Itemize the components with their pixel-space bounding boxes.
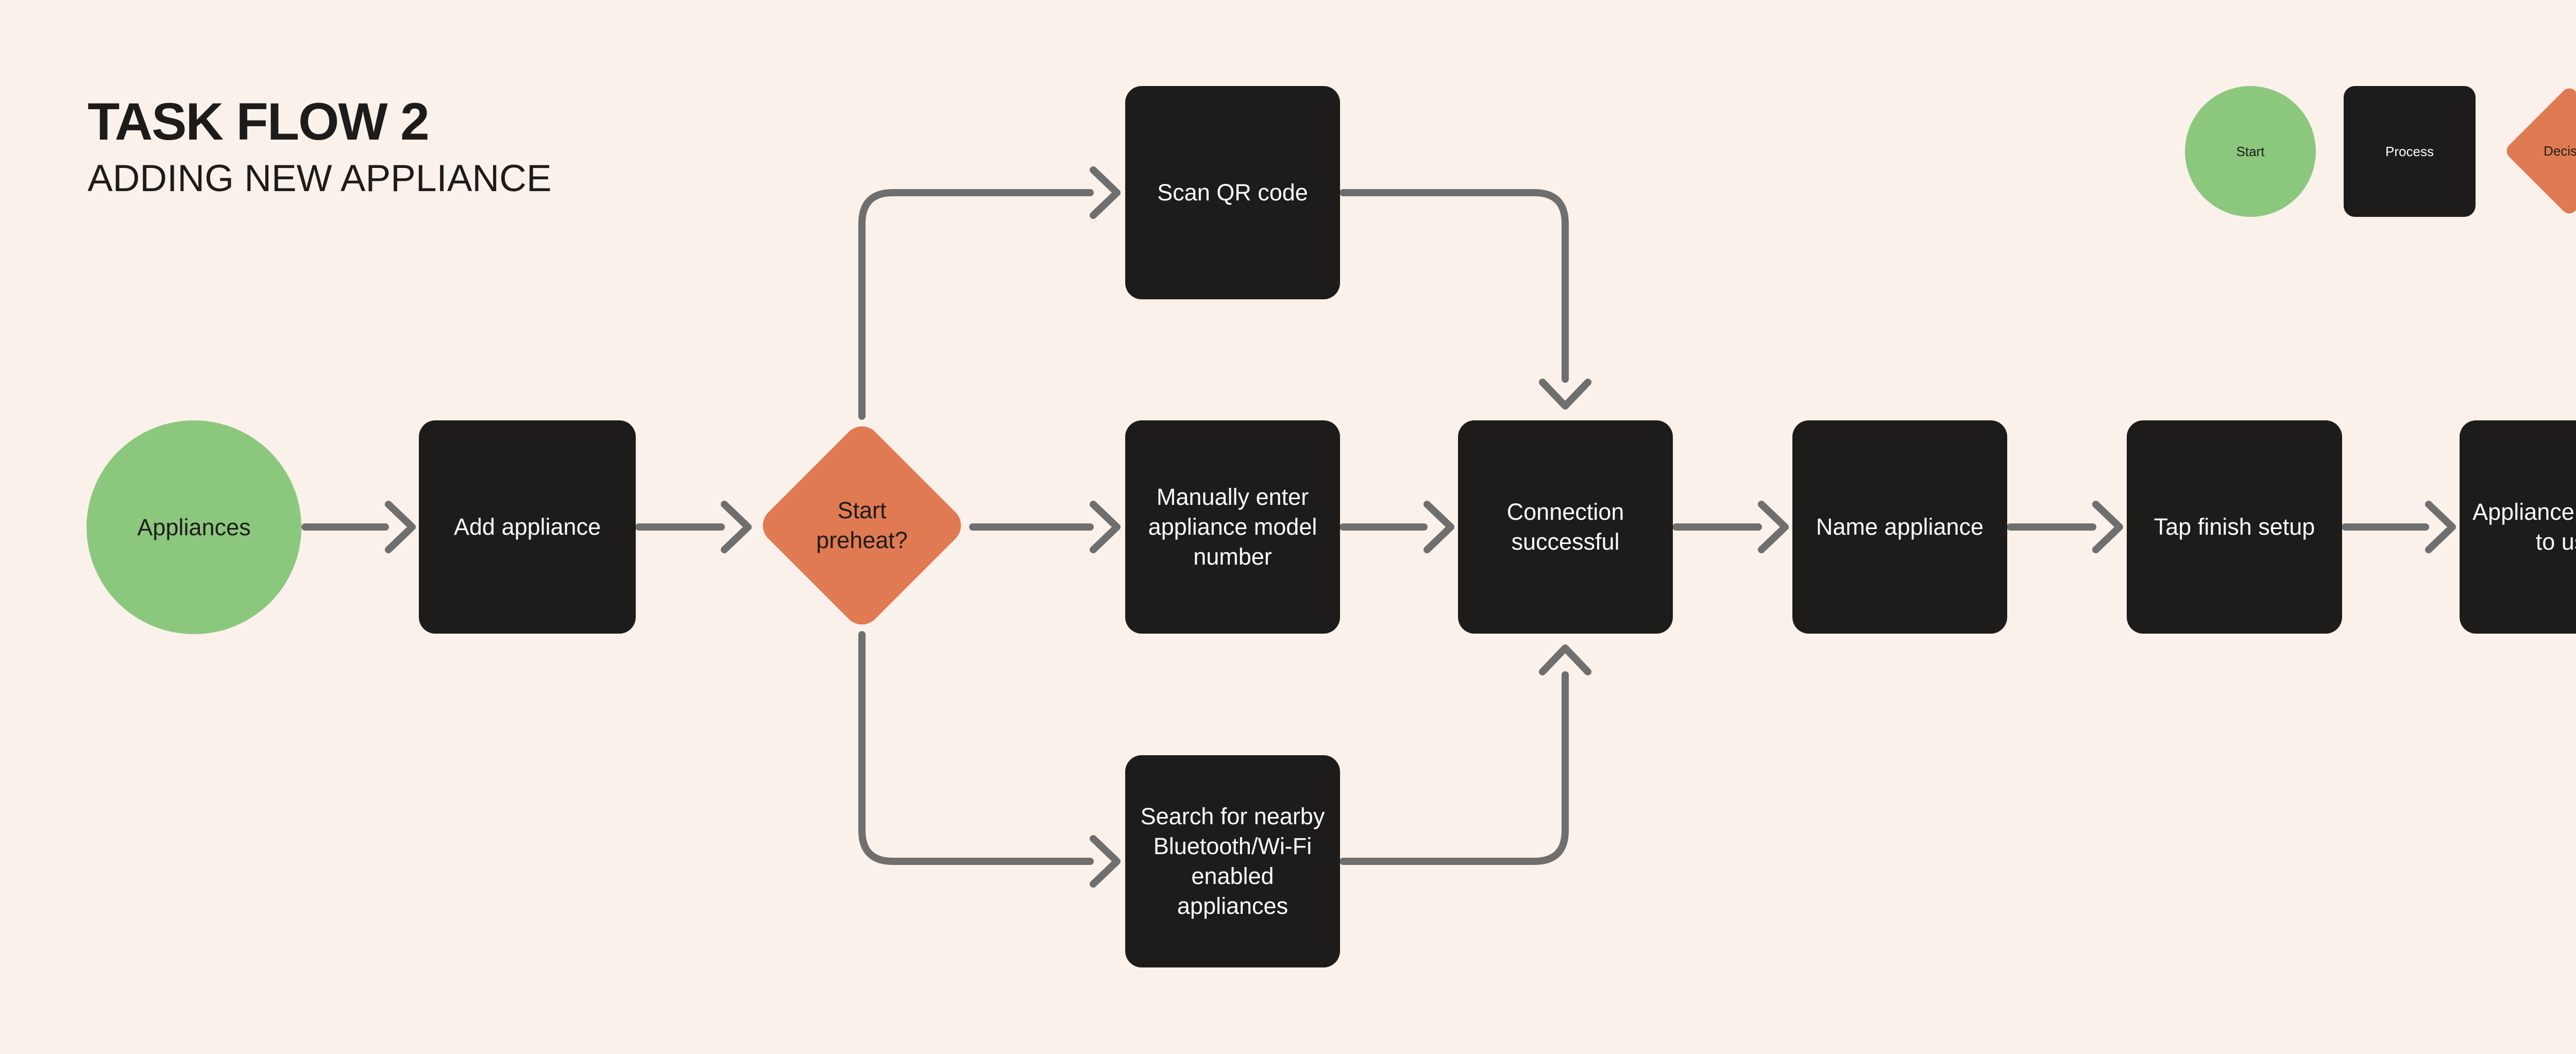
node-appliance-ready: Appliance is ready to use bbox=[2460, 420, 2576, 634]
arrow-manual-to-connection bbox=[1340, 501, 1454, 553]
node-tap-finish-setup: Tap finish setup bbox=[2127, 420, 2342, 634]
node-start-appliances: Appliances bbox=[87, 420, 301, 634]
legend-decision-label: Decision bbox=[2544, 143, 2576, 159]
node-label: Connection successful bbox=[1506, 499, 1624, 555]
legend-process-label: Process bbox=[2385, 144, 2434, 159]
arrow-search-to-connection bbox=[1340, 644, 1591, 865]
node-label: Tap finish setup bbox=[2154, 514, 2315, 540]
node-label: Start preheat? bbox=[816, 497, 908, 553]
legend-start-label: Start bbox=[2236, 144, 2265, 159]
node-decision-start-preheat: Start preheat? bbox=[755, 418, 969, 633]
node-connection-successful: Connection successful bbox=[1458, 420, 1673, 634]
arrow-decision-to-scan bbox=[858, 166, 1121, 420]
arrow-decision-to-manual bbox=[969, 501, 1121, 553]
node-label: Scan QR code bbox=[1157, 179, 1308, 206]
node-label: Appliances bbox=[137, 514, 251, 540]
node-add-appliance: Add appliance bbox=[419, 420, 636, 634]
page-subtitle: ADDING NEW APPLIANCE bbox=[88, 158, 552, 199]
arrow-connection-to-name bbox=[1672, 501, 1789, 553]
arrow-tap-to-ready bbox=[2342, 501, 2456, 553]
node-label: Name appliance bbox=[1816, 514, 1984, 540]
node-name-appliance: Name appliance bbox=[1792, 420, 2007, 634]
legend-start: Start bbox=[2185, 86, 2316, 217]
arrow-scan-to-connection bbox=[1340, 189, 1591, 410]
node-label: Manually enter appliance model number bbox=[1148, 484, 1317, 570]
arrow-name-to-tap bbox=[2007, 501, 2123, 553]
arrow-start-to-add bbox=[301, 501, 416, 553]
arrow-add-to-decision bbox=[635, 501, 752, 553]
node-manually-enter-model: Manually enter appliance model number bbox=[1125, 420, 1340, 634]
node-label: Appliance is ready to use bbox=[2472, 499, 2576, 555]
legend-process: Process bbox=[2344, 86, 2476, 217]
node-search-nearby: Search for nearby Bluetooth/Wi-Fi enable… bbox=[1125, 755, 1340, 967]
legend-decision: Decision bbox=[2503, 84, 2576, 217]
arrow-decision-to-search bbox=[858, 631, 1121, 888]
node-scan-qr-code: Scan QR code bbox=[1125, 86, 1340, 299]
node-label: Add appliance bbox=[453, 514, 601, 540]
page-title: TASK FLOW 2 bbox=[88, 92, 430, 151]
node-label: Search for nearby Bluetooth/Wi-Fi enable… bbox=[1140, 803, 1325, 919]
